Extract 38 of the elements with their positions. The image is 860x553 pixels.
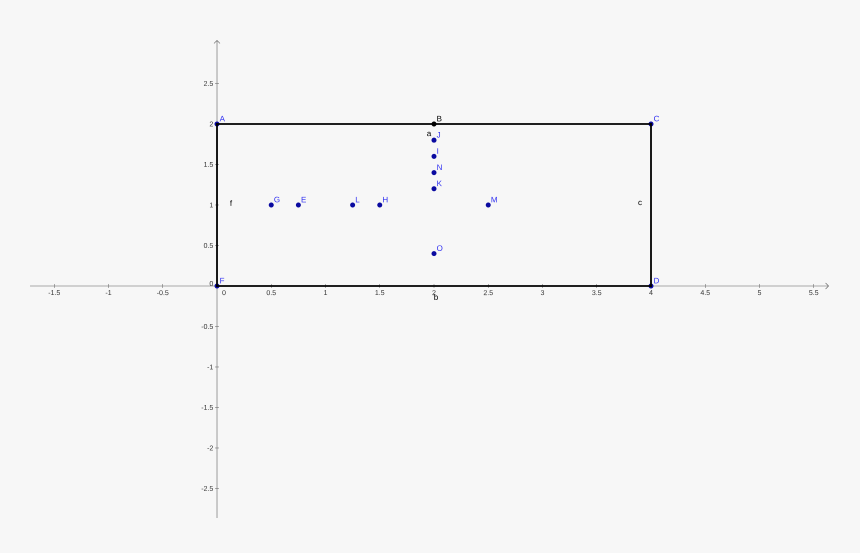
point: D: [648, 278, 659, 288]
node-label: L: [356, 196, 360, 202]
point: I: [432, 148, 438, 159]
point: F: [214, 278, 224, 288]
node-label: K: [437, 180, 442, 186]
rectangle-side: [650, 123, 652, 287]
edge-label: f: [230, 200, 232, 206]
point: M: [486, 196, 497, 208]
point: E: [296, 196, 306, 208]
node-label: M: [492, 196, 497, 202]
node-label: B: [437, 116, 442, 122]
point: B: [432, 116, 442, 126]
point: K: [432, 180, 442, 192]
rectangle-side: [216, 285, 652, 287]
node-label: J: [436, 132, 440, 138]
point: G: [268, 196, 280, 208]
point: N: [432, 164, 442, 176]
rectangle-side: [216, 123, 218, 287]
node-label: G: [274, 196, 280, 202]
node-label: H: [383, 196, 388, 202]
point: C: [648, 116, 660, 126]
edge-label: a: [427, 132, 432, 136]
point: A: [214, 116, 225, 126]
edge-label: b: [434, 294, 438, 300]
node-label: A: [220, 116, 225, 122]
node-label: N: [437, 164, 442, 170]
rectangle-side: [216, 123, 652, 125]
node-label: O: [436, 245, 442, 251]
node-label: D: [654, 278, 660, 284]
edge-label: c: [638, 200, 642, 206]
point: O: [432, 245, 442, 256]
point: H: [377, 196, 388, 208]
node-label: C: [654, 116, 660, 122]
node-label: F: [220, 278, 224, 284]
node-label: I: [437, 148, 438, 154]
node-label: E: [302, 196, 306, 202]
point: L: [350, 196, 360, 208]
point: J: [432, 132, 440, 143]
